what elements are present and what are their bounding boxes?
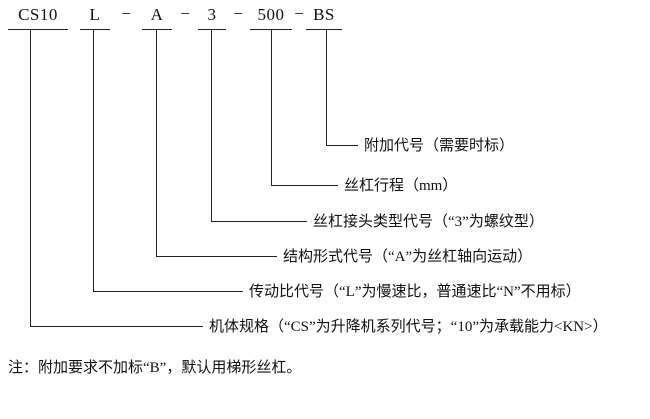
label-screw-stroke: 丝杠行程（mm） [344, 178, 458, 194]
label-ratio-code: 传动比代号（“L”为慢速比，普通速比“N”不用标） [249, 284, 581, 300]
code-segment-stroke: 500 [257, 5, 285, 24]
separator-dash: − [121, 4, 131, 23]
code-segment-suffix: BS [313, 5, 335, 24]
note-text: 注：附加要求不加标“B”，默认用梯形丝杠。 [8, 360, 302, 376]
separator-dash: − [233, 4, 243, 23]
connector-joint-type [211, 29, 307, 222]
code-segment-ratio: L [89, 5, 101, 24]
label-structure-code: 结构形式代号（“A”为丝杠轴向运动） [283, 249, 533, 265]
separator-dash: − [180, 4, 190, 23]
underline-structure [142, 29, 172, 30]
underline-frame-size [8, 29, 68, 30]
connector-suffix [326, 29, 358, 146]
underline-joint-type [198, 29, 226, 30]
underline-suffix [306, 29, 342, 30]
code-segment-structure: A [150, 5, 164, 24]
connector-ratio [93, 29, 243, 292]
underline-ratio [80, 29, 110, 30]
label-frame-size: 机体规格（“CS”为升降机系列代号；“10”为承载能力<KN>） [209, 319, 608, 335]
connector-frame-size [30, 29, 203, 327]
label-suffix-code: 附加代号（需要时标） [364, 138, 515, 154]
label-joint-type-code: 丝杠接头类型代号（“3”为螺纹型） [313, 214, 544, 230]
code-segment-frame-size: CS10 [18, 5, 58, 24]
separator-dash: − [294, 4, 304, 23]
code-segment-joint-type: 3 [207, 5, 217, 24]
connector-structure [156, 29, 277, 257]
connector-stroke [271, 29, 338, 186]
